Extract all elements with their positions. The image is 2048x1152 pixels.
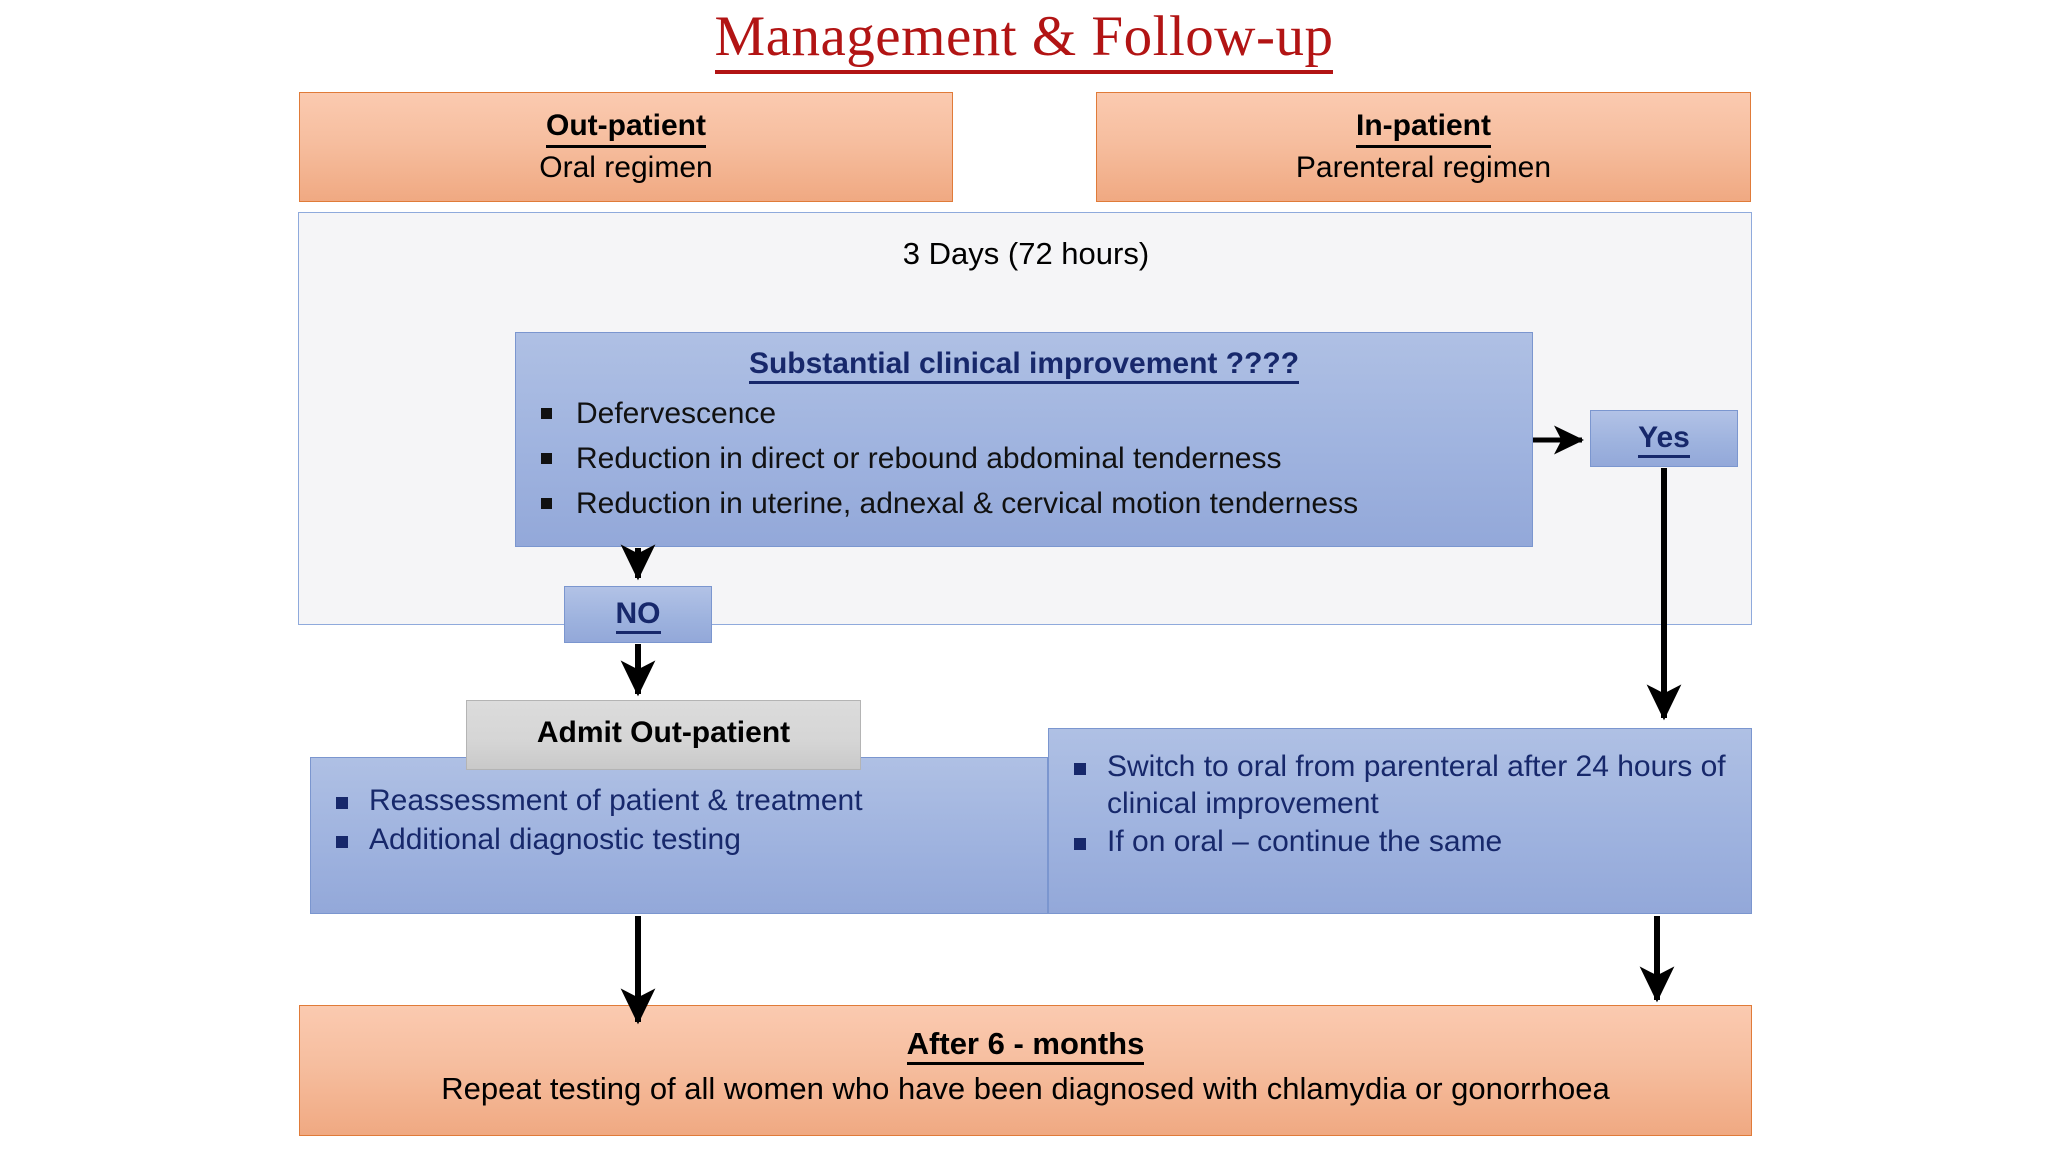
decision-no-label: NO xyxy=(615,597,661,634)
page-title-text: Management & Follow-up xyxy=(714,5,1334,74)
follow-up-title-wrap: After 6 - months xyxy=(300,1026,1751,1065)
list-item: Reduction in direct or rebound abdominal… xyxy=(516,436,1532,481)
switch-to-oral-box: Switch to oral from parenteral after 24 … xyxy=(1048,728,1752,914)
out-patient-subtitle: Oral regimen xyxy=(539,150,713,184)
clinical-improvement-title: Substantial clinical improvement ???? xyxy=(748,347,1300,384)
reassessment-list: Reassessment of patient & treatment Addi… xyxy=(311,783,1047,858)
in-patient-heading: In-patient xyxy=(1356,109,1491,148)
list-item: Reassessment of patient & treatment xyxy=(311,783,1047,820)
follow-up-title: After 6 - months xyxy=(906,1026,1145,1065)
decision-no-box: NO xyxy=(564,586,712,643)
list-item: Defervescence xyxy=(516,391,1532,436)
out-patient-heading-wrap: Out-patient xyxy=(300,109,952,148)
list-item: Switch to oral from parenteral after 24 … xyxy=(1049,749,1751,822)
decision-yes-box: Yes xyxy=(1590,410,1738,467)
list-item: Reduction in uterine, adnexal & cervical… xyxy=(516,481,1532,526)
list-item: Additional diagnostic testing xyxy=(311,822,1047,859)
out-patient-heading: Out-patient xyxy=(546,109,706,148)
clinical-improvement-box: Substantial clinical improvement ???? De… xyxy=(515,332,1533,547)
reassessment-box: Reassessment of patient & treatment Addi… xyxy=(310,757,1048,914)
out-patient-box: Out-patient Oral regimen xyxy=(299,92,953,202)
clinical-improvement-criteria-list: Defervescence Reduction in direct or reb… xyxy=(516,391,1532,526)
page-title: Management & Follow-up xyxy=(0,5,2048,74)
assessment-window-label: 3 Days (72 hours) xyxy=(902,236,1150,271)
list-item: If on oral – continue the same xyxy=(1049,824,1751,861)
switch-to-oral-list: Switch to oral from parenteral after 24 … xyxy=(1049,749,1751,861)
in-patient-subtitle: Parenteral regimen xyxy=(1295,150,1552,184)
admit-out-patient-box: Admit Out-patient xyxy=(466,700,861,770)
follow-up-box: After 6 - months Repeat testing of all w… xyxy=(299,1005,1752,1136)
follow-up-text: Repeat testing of all women who have bee… xyxy=(441,1071,1610,1106)
in-patient-box: In-patient Parenteral regimen xyxy=(1096,92,1751,202)
in-patient-heading-wrap: In-patient xyxy=(1097,109,1750,148)
decision-yes-label: Yes xyxy=(1638,421,1690,458)
clinical-improvement-title-wrap: Substantial clinical improvement ???? xyxy=(516,347,1532,384)
